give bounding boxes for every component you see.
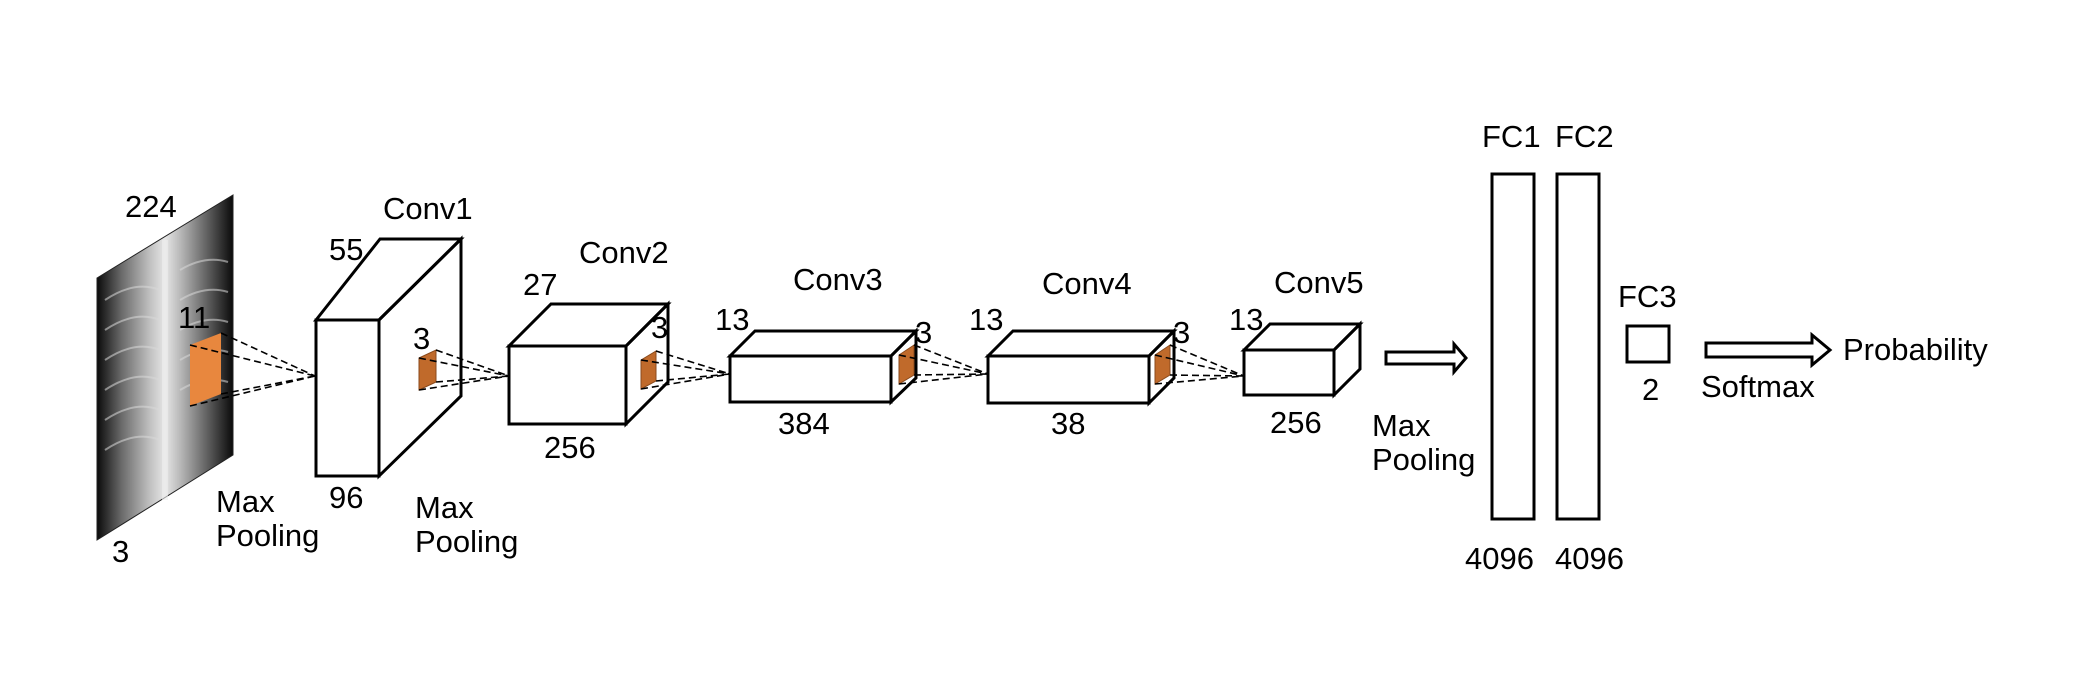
input-pooling-label-line1: Max: [216, 484, 275, 519]
conv5-side-face: [1332, 320, 1362, 399]
conv4-name-label: Conv4: [1042, 266, 1132, 301]
input-channels-label: 3: [112, 534, 129, 569]
conv5-block: [1240, 320, 1364, 399]
conv1-to-conv2-projection: [418, 349, 510, 391]
conv1-kernel: [418, 349, 437, 391]
conv3-depth-label: 384: [778, 406, 830, 441]
conv2-kernel: [640, 350, 657, 390]
probability-output-label: Probability: [1843, 332, 1988, 367]
conv3-size-label: 13: [715, 302, 749, 337]
conv3-to-conv4-projection: [898, 344, 989, 385]
fc3-box: [1625, 324, 1671, 364]
fc2-bar: [1555, 172, 1601, 521]
conv5-name-label: Conv5: [1274, 265, 1364, 300]
input-to-conv1-projection: [189, 332, 316, 407]
input-kernel-label: 11: [178, 300, 210, 335]
conv1-pooling-label-line1: Max: [415, 490, 474, 525]
conv3-name-label: Conv3: [793, 262, 883, 297]
conv3-top-face: [726, 329, 920, 358]
fc1-size-label: 4096: [1465, 541, 1534, 576]
conv2-to-conv3-projection: [640, 350, 731, 390]
fc3-name-label: FC3: [1618, 279, 1677, 314]
conv3-block: [726, 327, 920, 406]
conv1-kernel-label: 3: [413, 321, 430, 356]
fc2-name-label: FC2: [1555, 119, 1614, 154]
conv4-block: [984, 327, 1178, 407]
conv3-front-face: [728, 354, 893, 404]
conv5-depth-label: 256: [1270, 405, 1322, 440]
input-pooling-label-line2: Pooling: [216, 518, 319, 553]
conv3-kernel: [898, 344, 915, 385]
conv2-top-face: [505, 302, 672, 348]
conv1-name-label: Conv1: [383, 191, 473, 226]
fc3-size-label: 2: [1642, 372, 1659, 407]
softmax-arrow: [1704, 331, 1833, 369]
fc1-bar: [1490, 172, 1536, 521]
input-kernel: [190, 333, 221, 406]
fc1-name-label: FC1: [1482, 119, 1541, 154]
conv1-size-label: 55: [329, 232, 363, 267]
conv2-size-label: 27: [523, 267, 557, 302]
conv4-size-label: 13: [969, 302, 1003, 337]
conv2-kernel-label: 3: [651, 310, 668, 345]
input-xray: [96, 194, 234, 541]
xray-ribs: [104, 258, 229, 451]
conv4-front-face: [986, 354, 1151, 405]
conv4-top-face: [984, 329, 1178, 358]
conv5-pooling-label-line2: Pooling: [1372, 442, 1475, 477]
conv3-kernel-label: 3: [915, 315, 932, 350]
conv2-depth-label: 256: [544, 430, 596, 465]
conv4-kernel: [1154, 344, 1171, 385]
max-pooling-arrow: [1384, 339, 1468, 377]
conv2-front-face: [507, 344, 628, 426]
conv4-to-conv5-projection: [1154, 344, 1245, 385]
conv4-depth-label: 38: [1051, 406, 1085, 441]
conv1-pooling-label-line2: Pooling: [415, 524, 518, 559]
conv1-depth-label: 96: [329, 480, 363, 515]
fc2-size-label: 4096: [1555, 541, 1624, 576]
conv4-kernel-label: 3: [1173, 315, 1190, 350]
conv5-pooling-label-line1: Max: [1372, 408, 1431, 443]
conv2-block: [505, 300, 672, 428]
conv1-front-face: [314, 318, 381, 478]
conv2-name-label: Conv2: [579, 235, 669, 270]
conv5-size-label: 13: [1229, 302, 1263, 337]
softmax-label: Softmax: [1701, 369, 1815, 404]
input-width-label: 224: [125, 189, 177, 224]
conv5-front-face: [1242, 348, 1336, 397]
conv1-block: [312, 235, 465, 480]
